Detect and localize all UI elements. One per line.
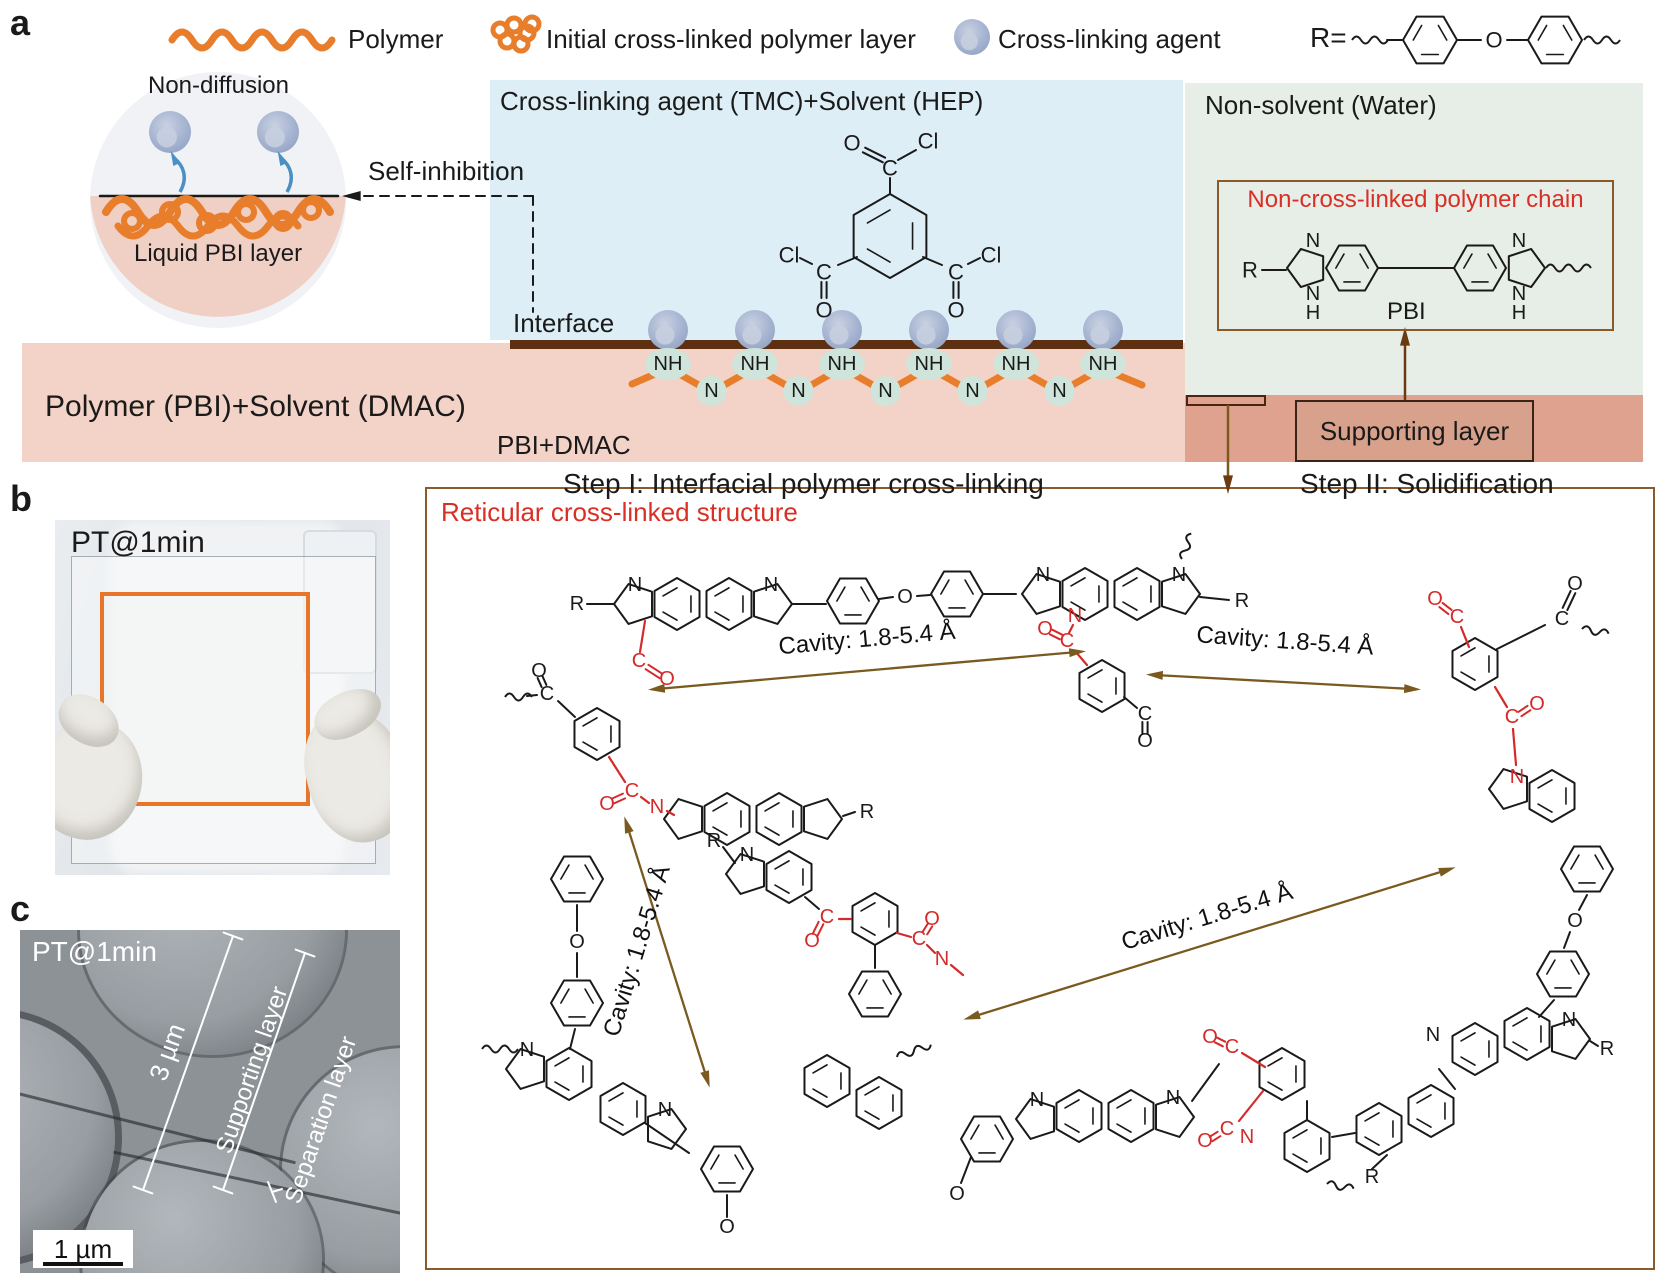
svg-text:O: O xyxy=(1137,730,1153,752)
legend-r-label: R= xyxy=(1310,22,1347,53)
svg-text:O: O xyxy=(1427,588,1443,610)
svg-text:R: R xyxy=(860,801,874,823)
svg-text:C: C xyxy=(1138,703,1152,725)
svg-text:N: N xyxy=(740,844,754,866)
svg-text:O: O xyxy=(719,1216,735,1238)
self-inhibition-label: Self-inhibition xyxy=(368,156,525,186)
svg-text:O: O xyxy=(1197,1130,1213,1152)
sem-caption: PT@1min xyxy=(32,936,157,967)
polymer-phase-box xyxy=(22,343,1185,462)
reticular-drawing: Cavity: 1.8-5.4 Å Cavity: 1.8-5.4 Å Cavity… xyxy=(481,532,1614,1238)
svg-text:N: N xyxy=(1036,564,1050,586)
svg-text:N: N xyxy=(650,796,664,818)
svg-text:Cavity: 1.8-5.4 Å: Cavity: 1.8-5.4 Å xyxy=(777,617,956,660)
water-phase-box xyxy=(1185,83,1643,395)
svg-text:C: C xyxy=(1505,706,1519,728)
svg-text:C: C xyxy=(1450,606,1464,628)
svg-text:C: C xyxy=(540,683,554,705)
supporting-layer-box: Supporting layer xyxy=(1295,400,1534,462)
water-phase-header: Non-solvent (Water) xyxy=(1205,90,1437,120)
scale-bar xyxy=(43,1262,123,1266)
svg-text:O: O xyxy=(897,586,913,608)
svg-text:O: O xyxy=(1037,618,1053,640)
svg-text:O: O xyxy=(659,668,675,690)
svg-text:O: O xyxy=(1485,28,1502,53)
svg-text:N: N xyxy=(1562,1009,1576,1031)
panel-a-label: a xyxy=(10,2,31,43)
panel-b-label: b xyxy=(10,478,32,519)
svg-text:N: N xyxy=(1426,1024,1440,1046)
svg-text:O: O xyxy=(1202,1026,1218,1048)
svg-text:N: N xyxy=(1172,564,1186,586)
svg-text:C: C xyxy=(912,928,926,950)
svg-text:C: C xyxy=(1060,630,1074,652)
non-crosslinked-label: Non-cross-linked polymer chain xyxy=(1247,186,1584,213)
coat-pocket xyxy=(303,530,377,674)
organic-phase-header: Cross-linking agent (TMC)+Solvent (HEP) xyxy=(500,86,984,116)
svg-text:O: O xyxy=(531,660,547,682)
interface-label: Interface xyxy=(513,308,615,338)
svg-text:C: C xyxy=(632,650,646,672)
svg-text:O: O xyxy=(949,1183,965,1205)
svg-text:R: R xyxy=(1235,590,1249,612)
legend-polymer-label: Polymer xyxy=(348,24,444,54)
pbi-label: PBI xyxy=(1387,298,1426,325)
svg-text:O: O xyxy=(1567,573,1583,595)
svg-text:N: N xyxy=(628,574,642,596)
svg-text:O: O xyxy=(804,930,820,952)
svg-text:R: R xyxy=(707,830,721,852)
membrane-photo: PT@1min xyxy=(55,520,390,875)
liquid-pbi-label: Liquid PBI layer xyxy=(134,240,303,267)
panel-c-label: c xyxy=(10,888,31,929)
svg-text:C: C xyxy=(1225,1036,1239,1058)
svg-text:O: O xyxy=(599,793,615,815)
organic-phase-box xyxy=(490,80,1183,340)
non-diffusion-label: Non-diffusion xyxy=(148,72,289,99)
scale-label: 1 µm xyxy=(53,1233,113,1264)
svg-text:N: N xyxy=(520,1039,534,1061)
legend-agent-label: Cross-linking agent xyxy=(998,24,1221,54)
svg-text:C: C xyxy=(1220,1118,1234,1140)
pbi-dmac-label: PBI+DMAC xyxy=(497,430,631,460)
svg-text:C: C xyxy=(1555,608,1569,630)
svg-text:N: N xyxy=(935,948,949,970)
svg-text:R: R xyxy=(1365,1166,1379,1188)
photo-caption: PT@1min xyxy=(71,526,205,559)
svg-text:N: N xyxy=(1068,605,1082,627)
svg-text:C: C xyxy=(820,906,834,928)
svg-text:Cavity: 1.8-5.4 Å: Cavity: 1.8-5.4 Å xyxy=(1118,877,1296,956)
svg-text:O: O xyxy=(1567,910,1583,932)
reticular-box: Cavity: 1.8-5.4 Å Cavity: 1.8-5.4 Å Cavity… xyxy=(425,487,1655,1270)
svg-text:C: C xyxy=(625,780,639,802)
svg-text:Cavity: 1.8-5.4 Å: Cavity: 1.8-5.4 Å xyxy=(1196,620,1375,660)
step2-label: Step II: Solidification xyxy=(1300,468,1554,499)
polymer-solvent-label: Polymer (PBI)+Solvent (DMAC) xyxy=(45,390,466,423)
svg-text:R: R xyxy=(1600,1038,1614,1060)
svg-text:N: N xyxy=(1030,1089,1044,1111)
svg-text:O: O xyxy=(1529,693,1545,715)
svg-text:N: N xyxy=(1510,766,1524,788)
legend-initial-layer-label: Initial cross-linked polymer layer xyxy=(546,24,916,54)
non-crosslinked-box: Non-cross-linked polymer chain PBI xyxy=(1217,180,1614,331)
svg-text:O: O xyxy=(924,908,940,930)
svg-text:Cavity: 1.8-5.4 Å: Cavity: 1.8-5.4 Å xyxy=(597,862,676,1040)
svg-text:R: R xyxy=(570,593,584,615)
svg-text:N: N xyxy=(1166,1087,1180,1109)
svg-text:N: N xyxy=(1240,1126,1254,1148)
svg-text:N: N xyxy=(764,574,778,596)
scale-box: 1 µm xyxy=(33,1230,133,1268)
svg-text:O: O xyxy=(569,931,585,953)
reticular-title: Reticular cross-linked structure xyxy=(441,497,798,527)
step1-label: Step I: Interfacial polymer cross-linkin… xyxy=(563,468,1044,499)
svg-text:N: N xyxy=(658,1099,672,1121)
supporting-layer-label: Supporting layer xyxy=(1319,415,1510,446)
